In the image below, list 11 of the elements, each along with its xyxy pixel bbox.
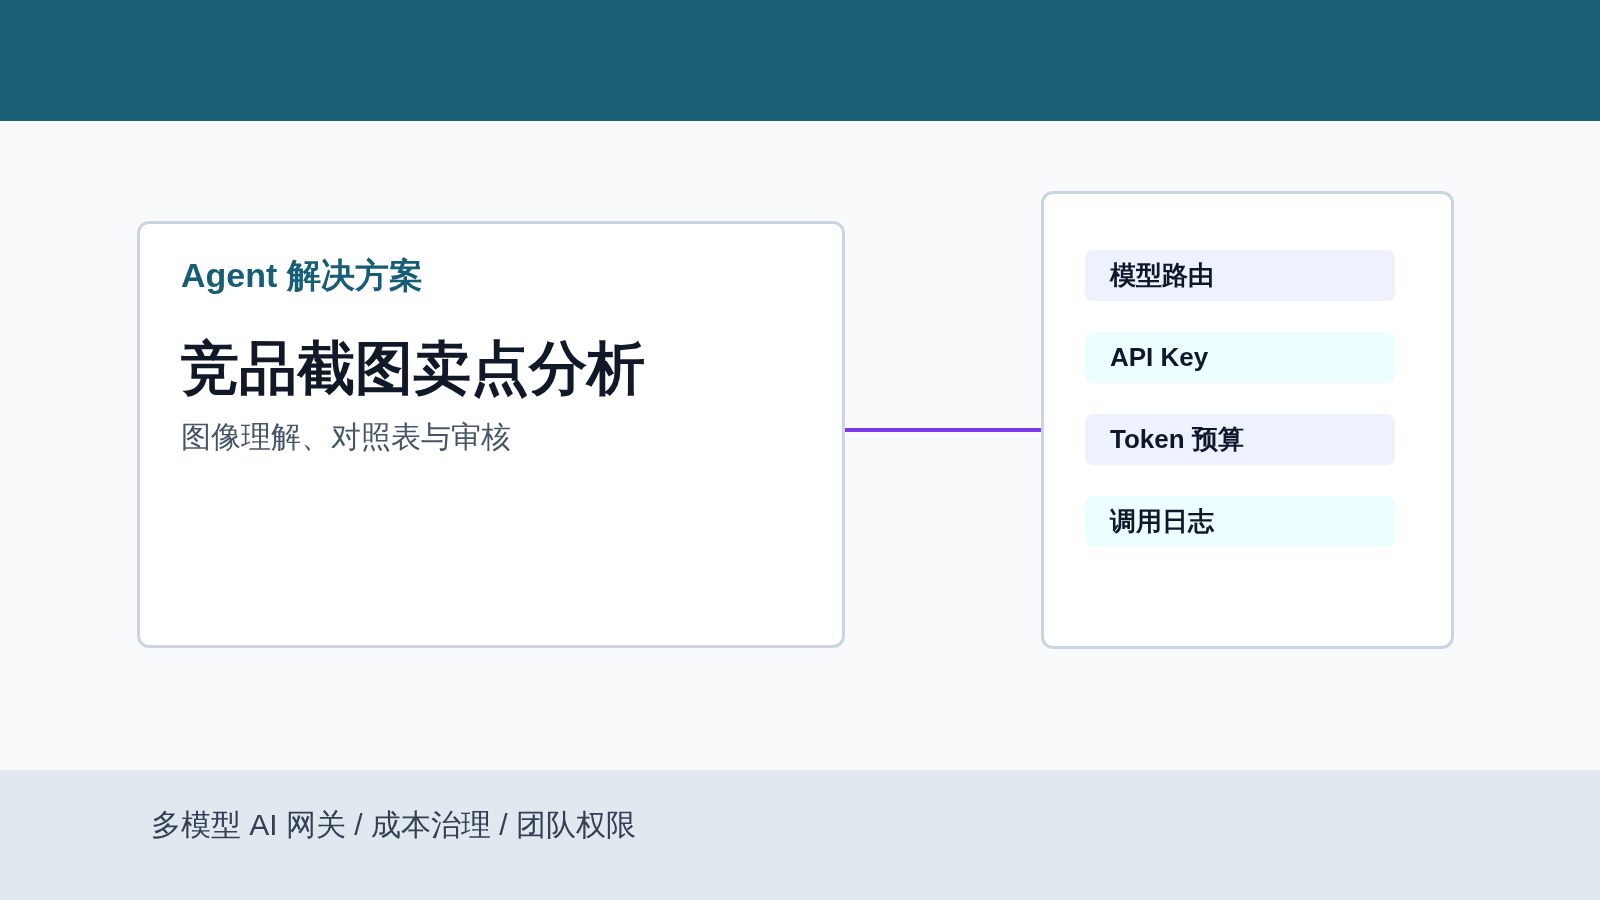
- footer-text: 多模型 AI 网关 / 成本治理 / 团队权限: [151, 807, 637, 843]
- title: 竞品截图卖点分析: [181, 334, 645, 402]
- connector-line: [845, 428, 1041, 432]
- subtitle: 图像理解、对照表与审核: [181, 419, 511, 455]
- feature-tag: Token 预算: [1085, 414, 1395, 465]
- feature-tag: 模型路由: [1085, 250, 1395, 301]
- text-card: [137, 221, 845, 648]
- feature-tag: 调用日志: [1085, 496, 1395, 547]
- eyebrow-text: Agent 解决方案: [181, 255, 423, 296]
- panel-box: [1041, 191, 1454, 649]
- feature-tag: API Key: [1085, 332, 1395, 383]
